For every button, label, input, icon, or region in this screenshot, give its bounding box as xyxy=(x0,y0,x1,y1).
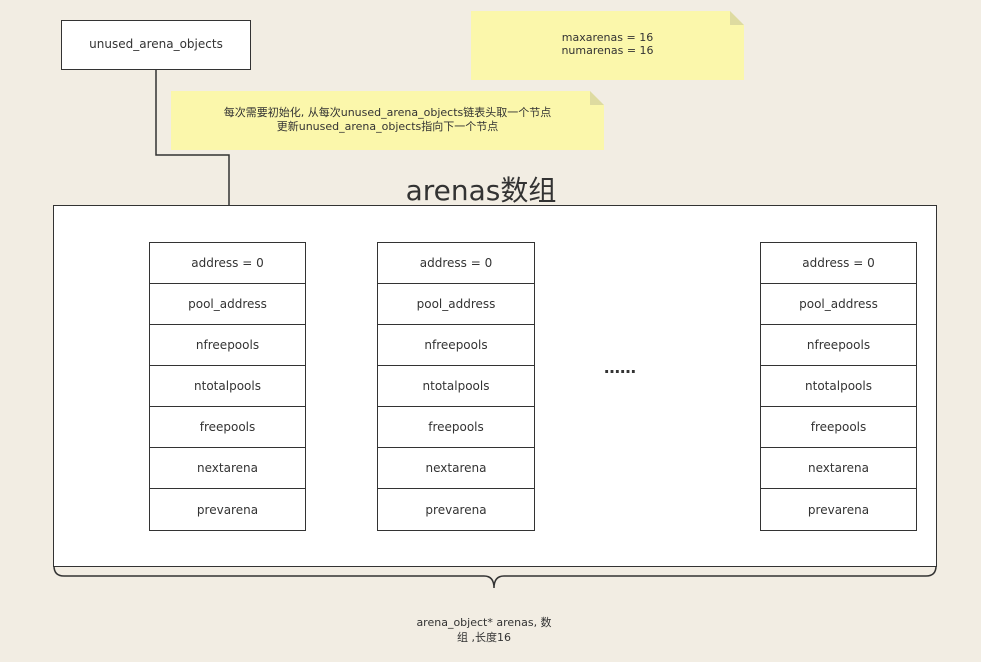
arena1-field-ntotalpools: ntotalpools xyxy=(149,365,306,407)
arena-count-note: maxarenas = 16 numarenas = 16 xyxy=(471,11,744,80)
head-to-arena1-arrow xyxy=(155,70,234,242)
caption-line1: arena_object* arenas, 数 xyxy=(416,616,552,629)
arena2-field-nfreepools: nfreepools xyxy=(377,324,535,366)
arena3-field-nextarena: nextarena xyxy=(760,447,917,489)
ellipsis: …… xyxy=(604,358,636,377)
init-note-line1: 每次需要初始化, 从每次unused_arena_objects链表头取一个节点 xyxy=(223,106,552,119)
arena3-field-prevarena: prevarena xyxy=(760,488,917,531)
note-fold xyxy=(730,11,744,25)
arena1-field-nfreepools: nfreepools xyxy=(149,324,306,366)
arena2-field-pool-address: pool_address xyxy=(377,283,535,325)
arena2-field-nextarena: nextarena xyxy=(377,447,535,489)
arena2-field-freepools: freepools xyxy=(377,406,535,448)
arena3-field-freepools: freepools xyxy=(760,406,917,448)
arena3-field-ntotalpools: ntotalpools xyxy=(760,365,917,407)
unused-arena-objects-box: unused_arena_objects xyxy=(61,20,251,70)
arena1-field-prevarena: prevarena xyxy=(149,488,306,531)
arena1-field-nextarena: nextarena xyxy=(149,447,306,489)
arena2-field-ntotalpools: ntotalpools xyxy=(377,365,535,407)
numarenas-text: numarenas = 16 xyxy=(561,44,654,57)
caption-line2: 组 ,长度16 xyxy=(457,631,511,644)
arena2-field-prevarena: prevarena xyxy=(377,488,535,531)
unused-arena-objects-label: unused_arena_objects xyxy=(89,37,223,51)
arena1-field-pool-address: pool_address xyxy=(149,283,306,325)
arena3-field-nfreepools: nfreepools xyxy=(760,324,917,366)
arena3-field-address: address = 0 xyxy=(760,242,917,284)
init-note: 每次需要初始化, 从每次unused_arena_objects链表头取一个节点… xyxy=(171,91,604,150)
note-fold xyxy=(590,91,604,105)
array-brace xyxy=(53,565,937,589)
arena2-field-address: address = 0 xyxy=(377,242,535,284)
init-note-line2: 更新unused_arena_objects指向下一个节点 xyxy=(276,120,499,133)
arena1-field-address: address = 0 xyxy=(149,242,306,284)
arena1-field-freepools: freepools xyxy=(149,406,306,448)
array-title: arenas数组 xyxy=(405,174,557,207)
maxarenas-text: maxarenas = 16 xyxy=(561,31,654,44)
arena3-field-pool-address: pool_address xyxy=(760,283,917,325)
